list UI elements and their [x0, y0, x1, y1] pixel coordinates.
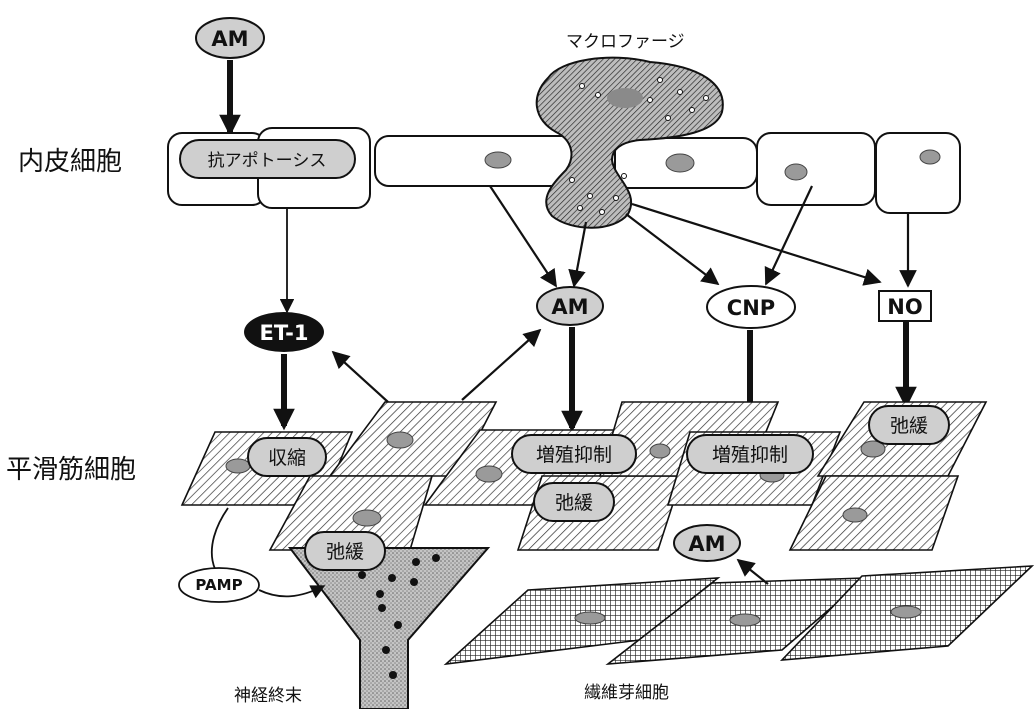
pamp-node: PAMP	[179, 568, 259, 602]
contraction-badge: 収縮	[248, 438, 326, 476]
relax-badge-1: 弛緩	[534, 483, 614, 521]
smooth-muscle-label: 平滑筋細胞	[6, 455, 136, 485]
no-node: NO	[879, 291, 931, 321]
growth-inhibition-badge-1: 増殖抑制	[512, 435, 636, 473]
nerve-ending-label: 神経終末	[234, 686, 302, 706]
am-fibroblast-node: AM	[674, 525, 740, 561]
growth-inhibition-badge-2: 増殖抑制	[687, 435, 813, 473]
relax-badge-2: 弛緩	[869, 406, 949, 444]
et1-text: ET-1	[260, 321, 309, 345]
contraction-text: 収縮	[268, 447, 306, 469]
growth-inhibition-text-2: 増殖抑制	[712, 444, 788, 466]
am-top-node: AM	[196, 18, 264, 58]
fibroblast-label: 繊維芽細胞	[584, 683, 669, 703]
arrow-muscle-to-am	[462, 330, 540, 400]
no-text: NO	[887, 295, 922, 319]
am-top-text: AM	[211, 27, 248, 51]
nerve-ending	[290, 548, 488, 709]
am-fibroblast-text: AM	[688, 532, 725, 556]
relax-text-3: 弛緩	[326, 541, 364, 563]
anti-apoptosis-text: 抗アポトーシス	[208, 151, 327, 171]
macrophage-label: マクロファージ	[566, 32, 685, 52]
pamp-text: PAMP	[195, 576, 242, 594]
anti-apoptosis-badge: 抗アポトーシス	[180, 140, 355, 178]
et1-node: ET-1	[244, 312, 324, 352]
relax-text-1: 弛緩	[555, 492, 593, 514]
am-mid-node: AM	[537, 287, 603, 325]
endothelial-label: 内皮細胞	[18, 147, 122, 177]
cnp-node: CNP	[707, 286, 795, 328]
arrow-muscle-to-et1	[333, 352, 388, 402]
arrow-macro-to-cnp	[626, 214, 718, 284]
relax-badge-3: 弛緩	[305, 532, 385, 570]
arrow-macro-to-no	[632, 204, 880, 282]
arrow-fibroblast-to-am	[738, 560, 768, 584]
arrow-pamp-to-nerve	[259, 586, 324, 596]
growth-inhibition-text-1: 増殖抑制	[536, 444, 612, 466]
arrow-macro-to-am	[574, 222, 586, 286]
relax-text-2: 弛緩	[890, 415, 928, 437]
cnp-text: CNP	[727, 296, 775, 320]
am-mid-text: AM	[551, 295, 588, 319]
